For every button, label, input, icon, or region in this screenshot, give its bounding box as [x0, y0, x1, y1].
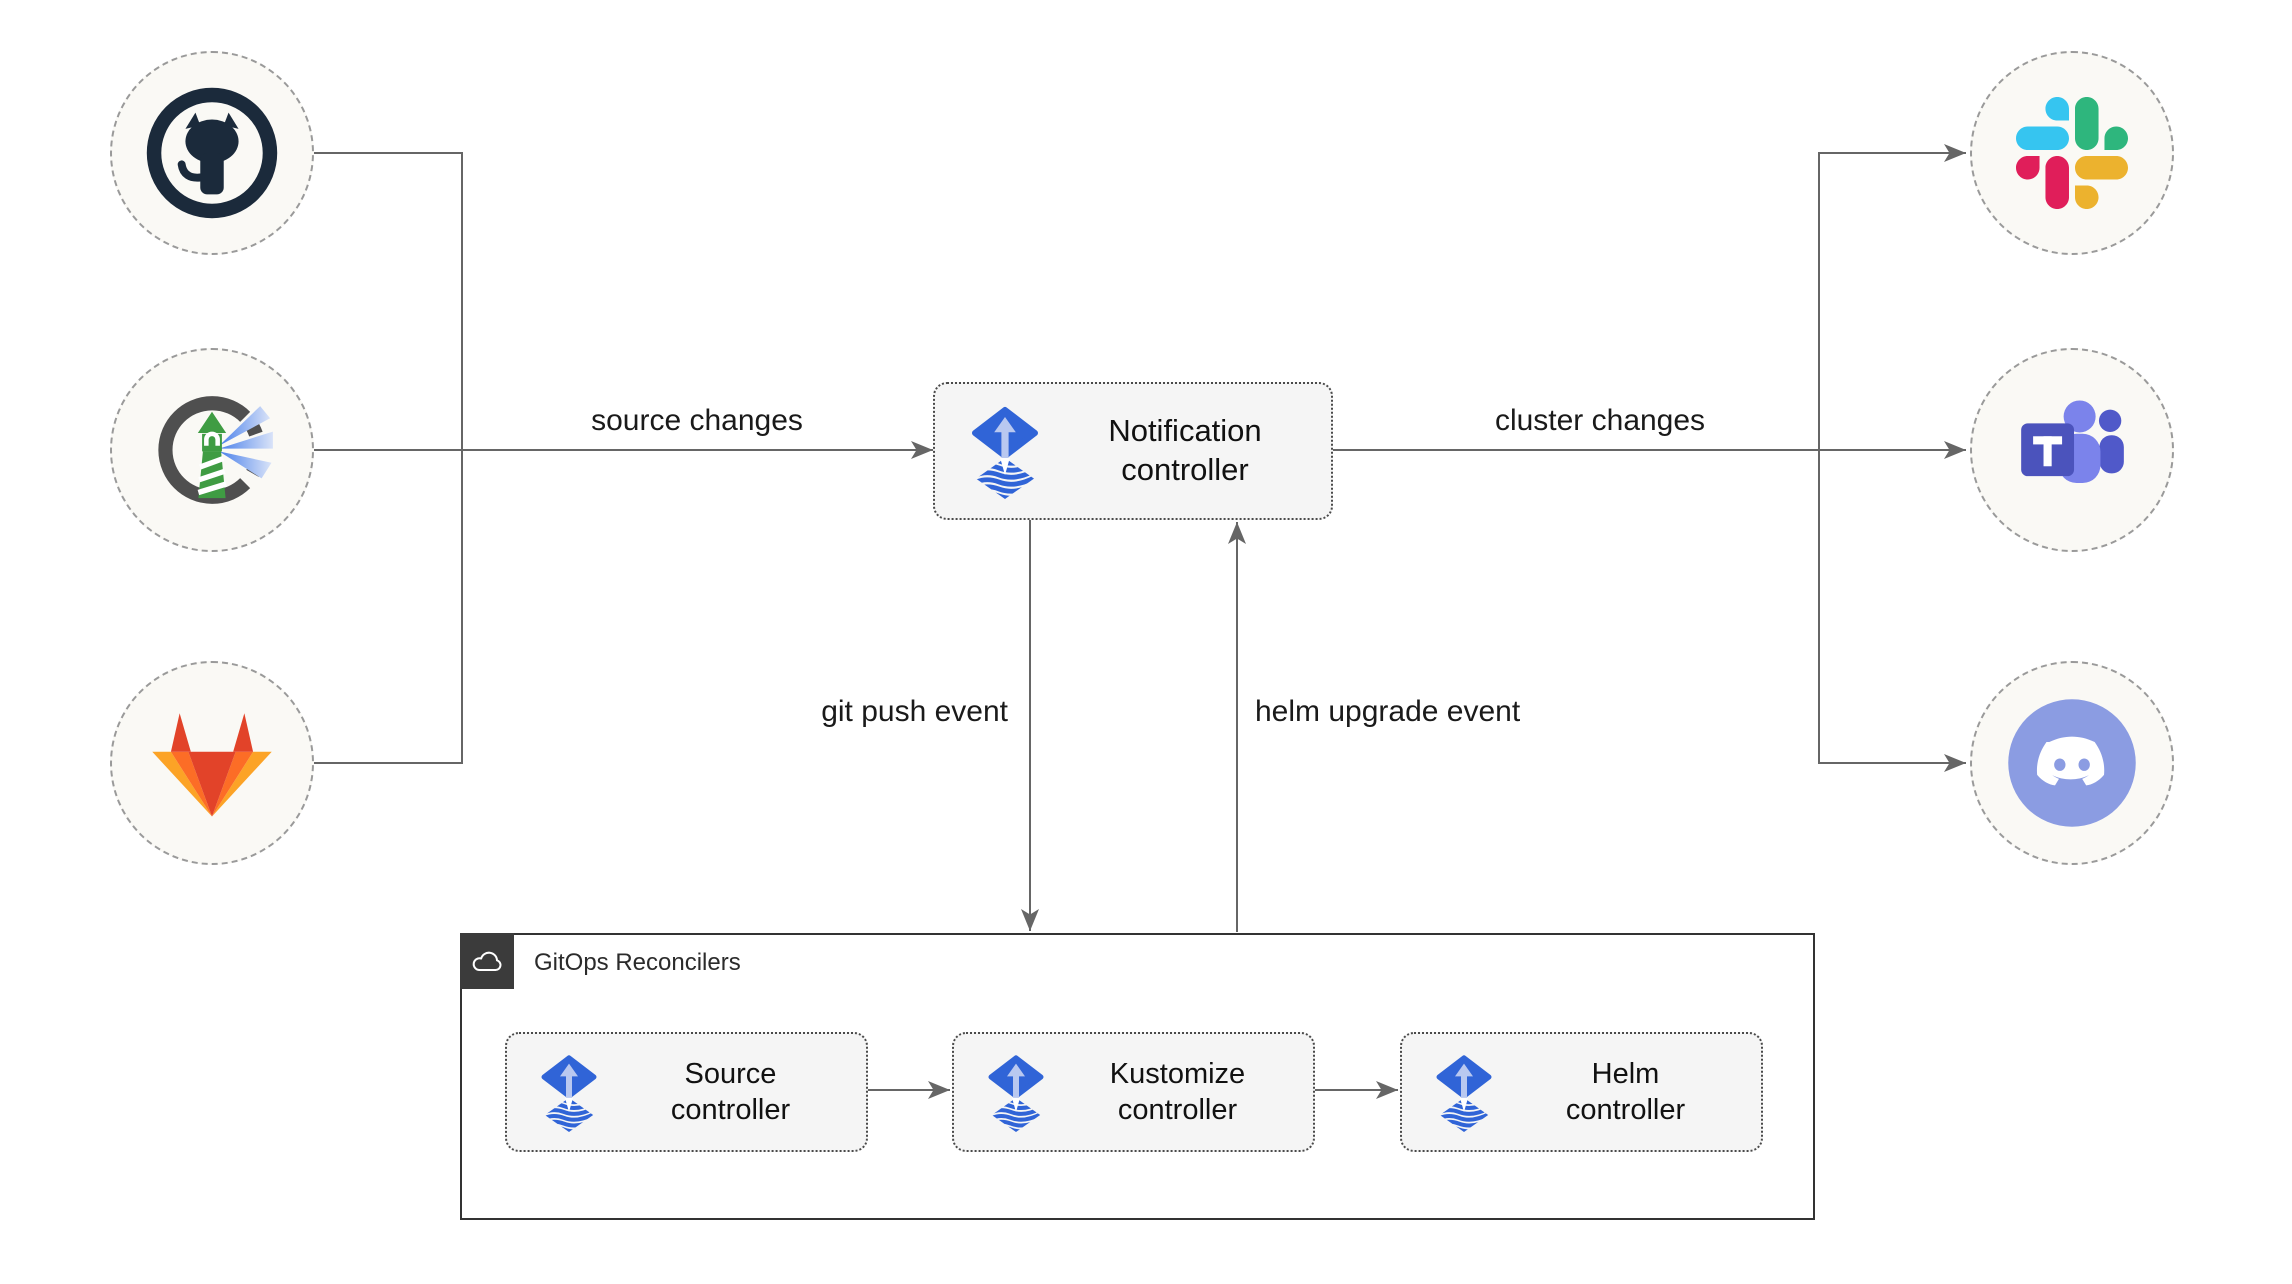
kustomize-controller-box: Kustomize controller — [952, 1032, 1315, 1152]
kustomize-controller-label: Kustomize controller — [1109, 1057, 1246, 1126]
slack-icon — [2016, 97, 2128, 209]
group-title: GitOps Reconcilers — [534, 949, 741, 976]
gitops-reconcilers-group: GitOps Reconcilers — [460, 933, 1815, 1220]
source-controller-box: Source controller — [505, 1032, 868, 1152]
helm-controller-label: Helm controller — [1565, 1057, 1686, 1126]
notification-controller-box: Notification controller — [933, 382, 1333, 520]
node-github — [110, 51, 314, 255]
group-badge — [460, 933, 514, 989]
node-harbor — [110, 348, 314, 552]
flux-icon — [957, 403, 1053, 499]
edge-label-helm-upgrade-event: helm upgrade event — [1255, 695, 1521, 728]
teams-icon — [2021, 400, 2124, 484]
discord-icon — [2008, 699, 2136, 827]
notification-controller-label: Notification controller — [1108, 413, 1262, 487]
gitlab-icon — [152, 713, 272, 817]
flux-icon — [976, 1052, 1056, 1132]
cloud-icon — [472, 951, 502, 972]
edge-label-source-changes: source changes — [591, 404, 803, 437]
source-controller-label: Source controller — [670, 1057, 791, 1126]
harbor-icon — [158, 396, 273, 504]
node-teams — [1970, 348, 2174, 552]
edge-label-cluster-changes: cluster changes — [1494, 404, 1706, 437]
github-icon — [146, 87, 278, 219]
helm-controller-box: Helm controller — [1400, 1032, 1763, 1152]
node-discord — [1970, 661, 2174, 865]
flux-icon — [529, 1052, 609, 1132]
flux-icon — [1424, 1052, 1504, 1132]
node-slack — [1970, 51, 2174, 255]
node-gitlab — [110, 661, 314, 865]
edge-label-git-push-event: git push event — [821, 695, 1008, 728]
